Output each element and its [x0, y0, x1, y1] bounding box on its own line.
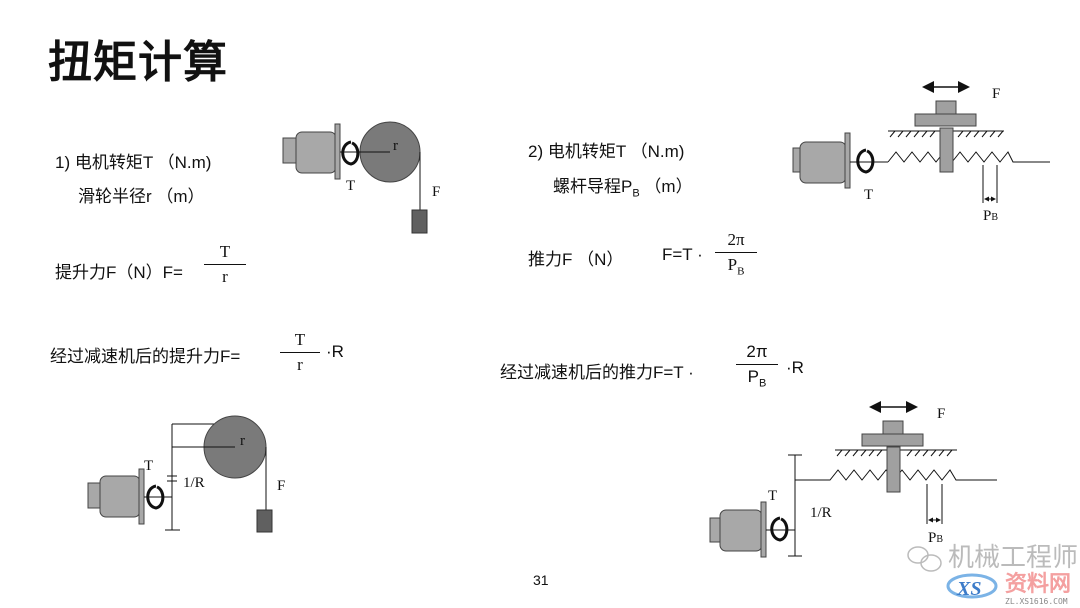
subscript: B	[759, 377, 767, 390]
screw-diagram: F T PB	[792, 81, 1050, 224]
nut	[939, 127, 954, 173]
reducer-lift-force-fraction: T r	[280, 330, 320, 375]
radius-label: r	[393, 138, 398, 154]
pulley-radius-label: 滑轮半径r （m）	[78, 187, 205, 206]
fraction-denominator: r	[222, 267, 228, 286]
reducer-thrust-fraction: 2π PB	[736, 342, 778, 389]
den-text: P	[727, 255, 738, 274]
ratio-label: 1/R	[810, 505, 832, 521]
motor-torque-label-2: 2) 电机转矩T （N.m)	[528, 142, 685, 161]
motor-flange	[844, 132, 851, 189]
unit: （m）	[639, 177, 693, 196]
reducer-lift-force-label: 经过减速机后的提升力F=	[50, 347, 241, 366]
lead-text: P	[983, 208, 991, 224]
slider-plate	[861, 433, 924, 447]
rotation-arrow-icon	[856, 148, 875, 174]
screw-reducer-diagram: F T 1/R PB	[709, 401, 997, 558]
force-label: F	[992, 86, 1000, 102]
screw-thread	[887, 151, 1050, 163]
page-title: 扭矩计算	[48, 37, 228, 88]
nut	[886, 446, 901, 493]
torque-label: T	[346, 178, 355, 194]
motor-body	[295, 131, 337, 174]
screw-lead-label: 螺杆导程PB （m）	[553, 172, 693, 199]
subscript: B	[632, 187, 640, 200]
pulley-diagram: r T F	[282, 121, 440, 234]
screw-lead-text: 螺杆导程P	[553, 177, 633, 196]
slider-block	[935, 100, 957, 115]
thrust-label: 推力F （N）	[528, 250, 624, 269]
reducer-ratio-suffix: ·R	[326, 342, 344, 361]
fraction-denominator: PB	[715, 253, 757, 277]
reducer-ratio-suffix-2: ·R	[786, 358, 804, 377]
ratio-label: 1/R	[183, 475, 205, 491]
motor-flange	[760, 501, 767, 558]
weight	[411, 209, 428, 234]
svg-text:XS: XS	[956, 578, 981, 600]
pulley-reducer-diagram: r T 1/R F	[87, 415, 285, 533]
motor-body	[719, 509, 763, 552]
den-text: P	[747, 367, 759, 386]
ground-hatch	[836, 449, 953, 457]
lift-force-label: 提升力F（N）F=	[55, 263, 183, 282]
motor-flange	[138, 468, 145, 525]
wechat-icon	[907, 546, 942, 572]
xs-logo-icon: XS	[946, 573, 998, 600]
lift-force-fraction: T r	[204, 242, 246, 287]
force-label: F	[277, 478, 285, 494]
page-number: 31	[533, 572, 549, 588]
fraction-denominator: r	[297, 355, 303, 374]
rotation-arrow-icon	[341, 140, 360, 166]
lead-text: P	[928, 530, 936, 546]
rotation-arrow-icon	[146, 484, 165, 510]
fraction-numerator: 2π	[715, 230, 757, 253]
slider-plate	[914, 113, 977, 127]
motor-flange	[334, 123, 341, 180]
slider-block	[882, 420, 904, 435]
rotation-arrow-icon	[770, 516, 789, 542]
fraction-numerator: T	[204, 242, 246, 265]
watermark-logo: 资料网	[1005, 572, 1072, 597]
ground-hatch	[889, 130, 1004, 138]
subscript: B	[737, 265, 745, 278]
fraction-numerator: T	[280, 330, 320, 353]
thrust-fraction: 2π PB	[715, 230, 757, 277]
watermark-text: 机械工程师	[948, 543, 1079, 573]
watermark-url: ZL.XS1616.COM	[1005, 597, 1068, 606]
weight	[256, 509, 273, 533]
motor-body	[99, 475, 141, 518]
force-label: F	[937, 406, 945, 422]
lead-label: PB	[928, 530, 943, 546]
subscript: B	[991, 212, 998, 223]
thrust-equation: F=T ·	[662, 245, 703, 264]
fraction-denominator: PB	[736, 365, 778, 389]
motor-body	[799, 141, 847, 184]
fraction-numerator: 2π	[736, 342, 778, 365]
torque-label: T	[768, 488, 777, 504]
torque-label: T	[864, 187, 873, 203]
lead-label: PB	[983, 208, 998, 224]
reducer-thrust-label: 经过减速机后的推力F=T ·	[500, 363, 694, 382]
radius-label: r	[240, 433, 245, 449]
force-label: F	[432, 184, 440, 200]
motor-torque-label: 1) 电机转矩T （N.m)	[55, 153, 212, 172]
torque-label: T	[144, 458, 153, 474]
subscript: B	[936, 534, 943, 545]
